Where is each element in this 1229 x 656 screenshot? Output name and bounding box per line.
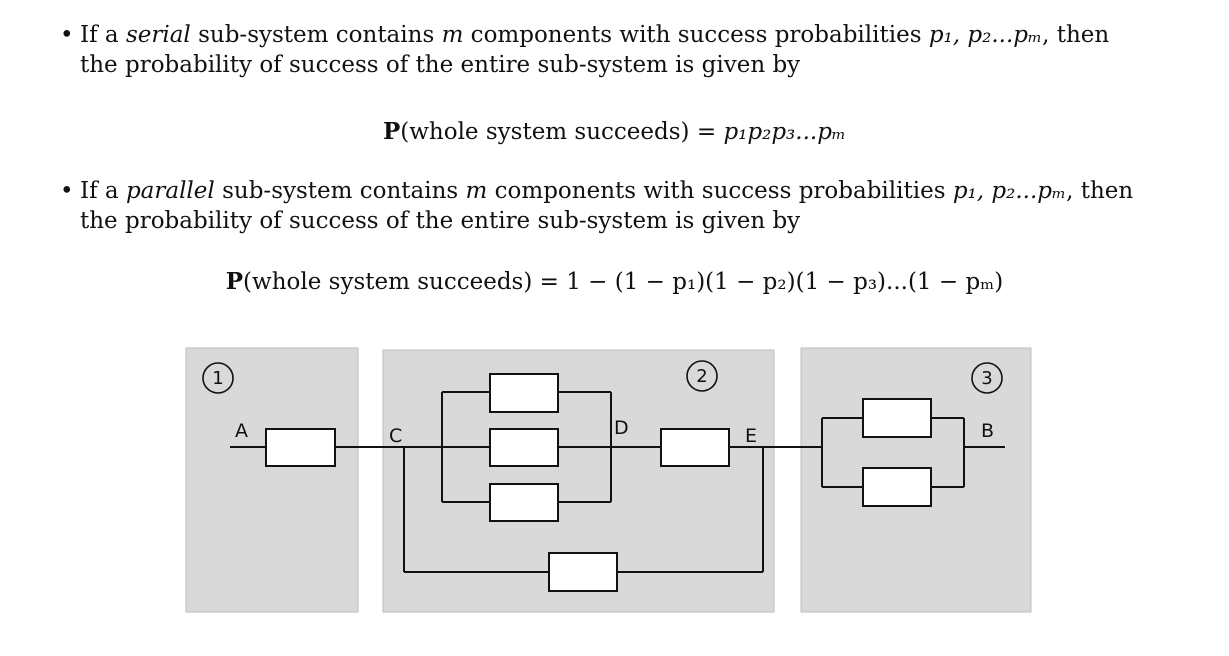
- formula-parallel-p: P: [225, 268, 244, 295]
- text-end: , then: [1066, 178, 1134, 204]
- prob-list: p₁, p₂...pₘ: [928, 22, 1043, 48]
- node-label-c: C: [389, 425, 402, 447]
- wires: [230, 391, 1005, 573]
- subsystem-number-circle-1: [202, 362, 234, 394]
- formula-serial-p: P: [382, 118, 401, 145]
- node-label-a: A: [235, 420, 248, 442]
- text-after-m: components with success probabilities: [463, 22, 929, 48]
- bullet-parallel: • If a parallel sub-system contains m co…: [60, 176, 1180, 236]
- component-block: [265, 428, 336, 467]
- bullet-serial-text: If a serial sub-system contains m compon…: [80, 20, 1180, 80]
- formula-serial-equals: =: [689, 119, 724, 145]
- bullet-dot: •: [60, 178, 74, 204]
- subsystem-number-circle-3: [971, 362, 1003, 394]
- formula-parallel-rhs: 1 − (1 − p₁)(1 − p₂)(1 − p₃)...(1 − pₘ): [566, 269, 1004, 295]
- subsystem-number-3: 3: [981, 368, 992, 389]
- component-block: [660, 428, 730, 467]
- formula-parallel-equals: =: [532, 269, 567, 295]
- text-middle: sub-system contains: [214, 178, 466, 204]
- bullet-parallel-line-2: the probability of success of the entire…: [80, 208, 801, 234]
- bullet-serial-line-1: If a serial sub-system contains m compon…: [80, 20, 1180, 50]
- text-middle: sub-system contains: [190, 22, 442, 48]
- text-after-m: components with success probabilities: [487, 178, 953, 204]
- text-prefix: If a: [80, 22, 126, 48]
- node-label-d: D: [614, 417, 629, 439]
- subsystem-number-circle-2: [686, 360, 718, 392]
- bullet-parallel-line-1: If a parallel sub-system contains m comp…: [80, 176, 1180, 206]
- var-m: m: [465, 178, 488, 204]
- bullet-dot: •: [60, 22, 74, 48]
- node-label-e: E: [745, 425, 757, 447]
- components: [265, 373, 932, 592]
- text-end: , then: [1042, 22, 1110, 48]
- formula-serial-rhs: p₁p₂p₃...pₘ: [723, 119, 847, 145]
- subsystem-number-2: 2: [696, 366, 707, 387]
- component-block: [489, 483, 559, 522]
- component-block: [862, 398, 932, 438]
- formula-serial: P(whole system succeeds) = p₁p₂p₃...pₘ: [0, 117, 1229, 147]
- formula-serial-event: (whole system succeeds): [400, 119, 690, 145]
- bullet-serial-line-2: the probability of success of the entire…: [80, 52, 801, 78]
- component-block: [489, 428, 559, 467]
- bullet-parallel-text: If a parallel sub-system contains m comp…: [80, 176, 1180, 236]
- var-m: m: [441, 22, 464, 48]
- formula-parallel-event: (whole system succeeds): [243, 269, 533, 295]
- text-prefix: If a: [80, 178, 126, 204]
- keyword-serial: serial: [125, 22, 191, 48]
- subsystem-number-1: 1: [212, 368, 223, 389]
- bullet-serial: • If a serial sub-system contains m comp…: [60, 20, 1180, 80]
- node-label-b: B: [981, 420, 994, 442]
- keyword-parallel: parallel: [125, 178, 215, 204]
- prob-list: p₁, p₂...pₘ: [952, 178, 1067, 204]
- component-block: [548, 552, 618, 592]
- formula-parallel: P(whole system succeeds) = 1 − (1 − p₁)(…: [0, 267, 1229, 297]
- component-block: [862, 467, 932, 507]
- component-block: [489, 373, 559, 413]
